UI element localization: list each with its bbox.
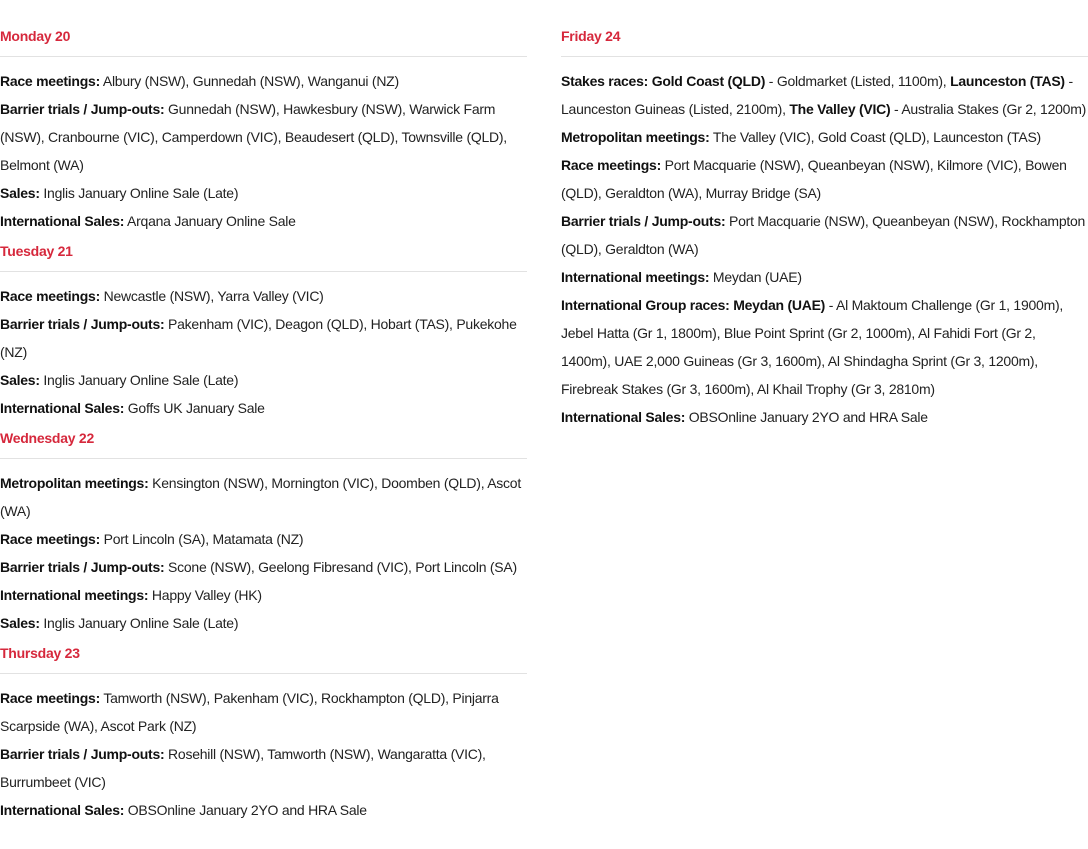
- schedule-entry: Race meetings: Port Macquarie (NSW), Que…: [561, 151, 1088, 207]
- entry-text: Scone (NSW), Geelong Fibresand (VIC), Po…: [168, 559, 517, 575]
- entry-label: Metropolitan meetings:: [561, 129, 710, 145]
- entry-text: Goffs UK January Sale: [127, 400, 265, 416]
- entry-label: International Sales:: [0, 802, 125, 818]
- venue-name: Gold Coast (QLD): [651, 73, 766, 89]
- schedule-entry: International meetings: Meydan (UAE): [561, 263, 1088, 291]
- schedule-entry: International Sales: OBSOnline January 2…: [0, 796, 527, 824]
- entry-label: International Sales:: [561, 409, 686, 425]
- schedule-entry: Barrier trials / Jump-outs: Port Macquar…: [561, 207, 1088, 263]
- schedule-entry: Sales: Inglis January Online Sale (Late): [0, 179, 527, 207]
- entry-text: Pakenham (VIC), Deagon (QLD), Hobart (TA…: [0, 316, 517, 360]
- day-section: Wednesday 22 Metropolitan meetings: Kensi…: [0, 428, 527, 637]
- schedule-entry: International Group races: Meydan (UAE) …: [561, 291, 1088, 403]
- entry-label: Race meetings:: [0, 288, 100, 304]
- day-heading: Friday 24: [561, 26, 1088, 57]
- entry-text: OBSOnline January 2YO and HRA Sale: [688, 409, 928, 425]
- schedule-column-left: Monday 20 Race meetings: Albury (NSW), Gu…: [0, 26, 527, 824]
- entry-label: Barrier trials / Jump-outs:: [0, 316, 165, 332]
- entry-label: Sales:: [0, 615, 40, 631]
- entry-label: International Sales:: [0, 400, 125, 416]
- schedule-entry: Barrier trials / Jump-outs: Rosehill (NS…: [0, 740, 527, 796]
- entry-label: Race meetings:: [0, 690, 100, 706]
- entry-label: Barrier trials / Jump-outs:: [0, 101, 165, 117]
- entry-text: The Valley (VIC), Gold Coast (QLD), Laun…: [712, 129, 1041, 145]
- schedule-entry: Barrier trials / Jump-outs: Gunnedah (NS…: [0, 95, 527, 179]
- entry-text: Gunnedah (NSW), Hawkesbury (NSW), Warwic…: [0, 101, 507, 173]
- entry-label: Race meetings:: [0, 73, 100, 89]
- venue-name: The Valley (VIC): [789, 101, 891, 117]
- entry-text: Inglis January Online Sale (Late): [43, 372, 239, 388]
- entry-text: Port Lincoln (SA), Matamata (NZ): [103, 531, 304, 547]
- schedule-column-right: Friday 24 Stakes races: Gold Coast (QLD) …: [561, 26, 1088, 431]
- entry-label: International meetings:: [0, 587, 149, 603]
- day-section: Friday 24 Stakes races: Gold Coast (QLD) …: [561, 26, 1088, 431]
- schedule-entry: Barrier trials / Jump-outs: Scone (NSW),…: [0, 553, 527, 581]
- schedule-entry: Metropolitan meetings: Kensington (NSW),…: [0, 469, 527, 525]
- entry-label: Race meetings:: [0, 531, 100, 547]
- entry-text: Tamworth (NSW), Pakenham (VIC), Rockhamp…: [0, 690, 499, 734]
- entry-label: Barrier trials / Jump-outs:: [561, 213, 726, 229]
- entry-text: Port Macquarie (NSW), Queanbeyan (NSW), …: [561, 213, 1086, 257]
- day-heading: Thursday 23: [0, 643, 527, 674]
- schedule-entry: International Sales: Goffs UK January Sa…: [0, 394, 527, 422]
- schedule-entry: International Sales: OBSOnline January 2…: [561, 403, 1088, 431]
- entry-text: Inglis January Online Sale (Late): [43, 185, 239, 201]
- day-heading: Wednesday 22: [0, 428, 527, 459]
- schedule-entry: International Sales: Arqana January Onli…: [0, 207, 527, 235]
- entry-text: OBSOnline January 2YO and HRA Sale: [127, 802, 367, 818]
- entry-text: Happy Valley (HK): [151, 587, 262, 603]
- entry-label: Sales:: [0, 185, 40, 201]
- schedule-entry: Race meetings: Newcastle (NSW), Yarra Va…: [0, 282, 527, 310]
- schedule-entry: Race meetings: Albury (NSW), Gunnedah (N…: [0, 67, 527, 95]
- entry-label: Stakes races:: [561, 73, 649, 89]
- entry-label: International Sales:: [0, 213, 125, 229]
- schedule-entry: Sales: Inglis January Online Sale (Late): [0, 366, 527, 394]
- venue-name: Launceston (TAS): [950, 73, 1065, 89]
- day-heading: Tuesday 21: [0, 241, 527, 272]
- entry-text: Kensington (NSW), Mornington (VIC), Doom…: [0, 475, 521, 519]
- schedule-entry: International meetings: Happy Valley (HK…: [0, 581, 527, 609]
- entry-text: - Goldmarket (Listed, 1100m),: [765, 73, 951, 89]
- entry-label: Barrier trials / Jump-outs:: [0, 559, 165, 575]
- schedule-entry: Sales: Inglis January Online Sale (Late): [0, 609, 527, 637]
- day-section: Monday 20 Race meetings: Albury (NSW), Gu…: [0, 26, 527, 235]
- day-section: Thursday 23 Race meetings: Tamworth (NSW)…: [0, 643, 527, 824]
- entry-label: Barrier trials / Jump-outs:: [0, 746, 165, 762]
- schedule-entry: Stakes races: Gold Coast (QLD) - Goldmar…: [561, 67, 1088, 123]
- entry-text: Inglis January Online Sale (Late): [43, 615, 239, 631]
- entry-label: International Group races:: [561, 297, 730, 313]
- entry-text: Rosehill (NSW), Tamworth (NSW), Wangarat…: [0, 746, 486, 790]
- entry-text: - Al Maktoum Challenge (Gr 1, 1900m), Je…: [561, 297, 1064, 397]
- schedule-entry: Barrier trials / Jump-outs: Pakenham (VI…: [0, 310, 527, 366]
- entry-label: Sales:: [0, 372, 40, 388]
- entry-label: International meetings:: [561, 269, 710, 285]
- entry-text: Meydan (UAE): [712, 269, 802, 285]
- entry-label: Metropolitan meetings:: [0, 475, 149, 491]
- entry-text: - Launceston Guineas (Listed, 2100m),: [561, 73, 1073, 117]
- day-heading: Monday 20: [0, 26, 527, 57]
- entry-text: Newcastle (NSW), Yarra Valley (VIC): [103, 288, 324, 304]
- entry-label: Race meetings:: [561, 157, 661, 173]
- schedule-entry: Metropolitan meetings: The Valley (VIC),…: [561, 123, 1088, 151]
- day-section: Tuesday 21 Race meetings: Newcastle (NSW)…: [0, 241, 527, 422]
- entry-text: Port Macquarie (NSW), Queanbeyan (NSW), …: [561, 157, 1067, 201]
- entry-text: Albury (NSW), Gunnedah (NSW), Wanganui (…: [102, 73, 399, 89]
- entry-text: - Australia Stakes (Gr 2, 1200m): [890, 101, 1087, 117]
- entry-text: Arqana January Online Sale: [127, 213, 296, 229]
- schedule-entry: Race meetings: Port Lincoln (SA), Matama…: [0, 525, 527, 553]
- schedule-entry: Race meetings: Tamworth (NSW), Pakenham …: [0, 684, 527, 740]
- venue-name: Meydan (UAE): [733, 297, 826, 313]
